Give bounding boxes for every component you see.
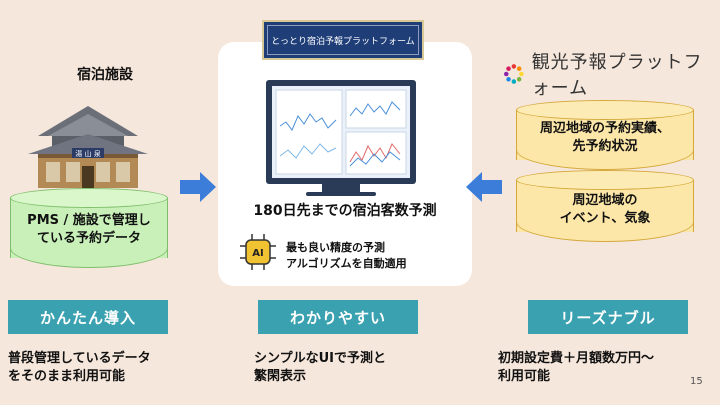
page-number: 15 xyxy=(690,376,703,387)
desc1-line1: 普段管理しているデータ xyxy=(8,351,151,366)
feature-tag-clear: わかりやすい xyxy=(258,300,418,334)
desc1-line2: をそのまま利用可能 xyxy=(8,369,126,384)
accommodation-title: 宿泊施設 xyxy=(77,67,133,83)
pms-line1: PMS / 施設で管理し xyxy=(27,213,151,228)
cyl2-line2: イベント、気象 xyxy=(559,211,651,226)
monitor-icon xyxy=(266,80,416,184)
ai-description: 最も良い精度の予測 アルゴリズムを自動適用 xyxy=(286,240,407,272)
color-wheel-icon xyxy=(504,64,524,84)
ai-label: AI xyxy=(252,248,263,259)
feature-desc-reasonable: 初期設定費＋月額数万円～ 利用可能 xyxy=(498,350,708,386)
pms-data-cylinder: PMS / 施設で管理し ている予約データ xyxy=(10,188,168,268)
logo-text: 観光予報プラットフォーム xyxy=(531,52,703,99)
cyl2-line1: 周辺地域の xyxy=(572,193,638,208)
desc3-line2: 利用可能 xyxy=(498,369,551,384)
reservation-data-cylinder: 周辺地域の予約実績、 先予約状況 xyxy=(516,100,694,170)
platform-banner: とっとり宿泊予報プラットフォーム xyxy=(262,20,424,60)
desc3-line1: 初期設定費＋月額数万円～ xyxy=(498,351,655,366)
building-sign: 湯 山 泉 xyxy=(75,149,100,158)
kanko-yoho-logo: 観光予報プラットフォーム xyxy=(504,52,704,99)
building-icon: 湯 山 泉 xyxy=(18,96,158,192)
desc2-line2: 繁閑表示 xyxy=(254,369,307,384)
ai-text-line1: 最も良い精度の予測 xyxy=(286,241,385,254)
forecast-caption: 180日先までの宿泊客数予測 xyxy=(253,203,437,219)
monitor-stand xyxy=(322,184,360,194)
arrow-left-icon xyxy=(466,172,502,202)
feature-tag-easy: かんたん導入 xyxy=(8,300,168,334)
ai-text-line2: アルゴリズムを自動適用 xyxy=(286,257,407,270)
feature-tag-reasonable: リーズナブル xyxy=(528,300,688,334)
cyl1-line1: 周辺地域の予約実績、 xyxy=(539,121,670,136)
pms-line2: ている予約データ xyxy=(36,231,141,246)
dashboard-screen xyxy=(272,86,410,178)
cyl1-line2: 先予約状況 xyxy=(572,139,638,154)
banner-text: とっとり宿泊予報プラットフォーム xyxy=(267,25,419,55)
ai-brain-icon: AI xyxy=(240,234,276,270)
arrow-right-icon xyxy=(180,172,216,202)
event-weather-cylinder: 周辺地域の イベント、気象 xyxy=(516,170,694,242)
desc2-line1: シンプルなUIで予測と xyxy=(254,351,387,366)
feature-desc-clear: シンプルなUIで予測と 繁閑表示 xyxy=(254,350,454,386)
feature-desc-easy: 普段管理しているデータ をそのまま利用可能 xyxy=(8,350,208,386)
monitor-base xyxy=(306,192,376,196)
